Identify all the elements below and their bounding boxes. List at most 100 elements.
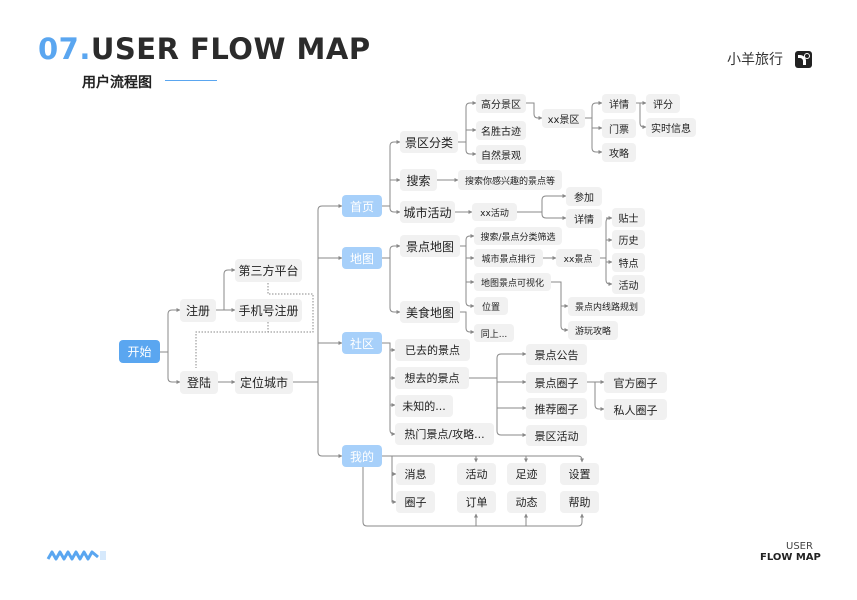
tickets-node[interactable]: 门票 bbox=[602, 119, 636, 138]
search-node[interactable]: 搜索 bbox=[400, 169, 437, 191]
travel-guide-node[interactable]: 游玩攻略 bbox=[568, 321, 618, 340]
official-circle-node[interactable]: 官方圈子 bbox=[604, 372, 667, 393]
connector bbox=[591, 118, 603, 130]
connector bbox=[382, 455, 397, 476]
connector bbox=[382, 342, 396, 352]
spot-notice-node[interactable]: 景点公告 bbox=[526, 344, 587, 365]
connector bbox=[600, 216, 613, 259]
orders-node[interactable]: 订单 bbox=[457, 491, 496, 513]
messages-node[interactable]: 消息 bbox=[396, 463, 435, 485]
connector bbox=[460, 311, 475, 334]
scenic-event-node[interactable]: 景区活动 bbox=[526, 425, 587, 446]
connector bbox=[389, 178, 401, 206]
zigzag-decoration bbox=[46, 550, 106, 561]
private-circle-node[interactable]: 私人圈子 bbox=[604, 399, 667, 420]
my-events-node[interactable]: 活动 bbox=[457, 463, 496, 485]
event-detail-node[interactable]: 详情 bbox=[566, 209, 602, 228]
xx-event-node[interactable]: xx活动 bbox=[472, 203, 517, 221]
settings-node[interactable]: 设置 bbox=[560, 463, 599, 485]
food-map-node[interactable]: 美食地图 bbox=[400, 301, 460, 323]
locate-city-node[interactable]: 定位城市 bbox=[235, 371, 293, 394]
connector bbox=[167, 352, 181, 384]
connector bbox=[465, 142, 477, 156]
register-node[interactable]: 注册 bbox=[180, 299, 216, 322]
spot-map-node[interactable]: 景点地图 bbox=[400, 235, 460, 257]
connector bbox=[382, 244, 401, 259]
connector bbox=[639, 103, 647, 129]
connector bbox=[317, 382, 343, 458]
connector bbox=[392, 455, 584, 463]
same-above-node[interactable]: 同上... bbox=[474, 324, 514, 342]
connector bbox=[496, 382, 527, 410]
connector bbox=[293, 204, 343, 383]
connector bbox=[496, 378, 527, 384]
nature-node[interactable]: 自然景观 bbox=[476, 145, 526, 164]
detail-node[interactable]: 详情 bbox=[602, 94, 636, 113]
connector bbox=[560, 306, 569, 332]
route-plan-node[interactable]: 景点内线路规划 bbox=[568, 297, 645, 316]
subtitle-underline bbox=[165, 80, 217, 81]
connector bbox=[465, 246, 475, 260]
community-tab-node[interactable]: 社区 bbox=[342, 332, 382, 354]
rating-node[interactable]: 评分 bbox=[646, 94, 680, 113]
phone-register-node[interactable]: 手机号注册 bbox=[235, 299, 302, 322]
connector bbox=[594, 382, 605, 411]
realtime-info-node[interactable]: 实时信息 bbox=[646, 118, 696, 137]
join-node[interactable]: 参加 bbox=[566, 187, 602, 206]
spot-circle-node[interactable]: 景点圈子 bbox=[526, 372, 587, 393]
page-subtitle: 用户流程图 bbox=[82, 75, 152, 91]
visited-node[interactable]: 已去的景点 bbox=[395, 339, 470, 361]
page-title: 07.USER FLOW MAP bbox=[38, 32, 371, 66]
historic-node[interactable]: 名胜古迹 bbox=[476, 121, 526, 140]
city-events-node[interactable]: 城市活动 bbox=[400, 201, 455, 223]
search-filter-node[interactable]: 搜索/景点分类筛选 bbox=[474, 227, 562, 245]
mine-tab-node[interactable]: 我的 bbox=[342, 445, 382, 467]
search-description-node[interactable]: 搜索你感兴趣的景点等 bbox=[458, 170, 562, 190]
scenic-category-node[interactable]: 景区分类 bbox=[400, 131, 458, 153]
connector bbox=[382, 140, 401, 207]
city-rank-node[interactable]: 城市景点排行 bbox=[474, 249, 543, 267]
connector bbox=[517, 194, 567, 213]
footprints-node[interactable]: 足迹 bbox=[507, 463, 546, 485]
circles-node[interactable]: 圈子 bbox=[396, 491, 435, 513]
connector bbox=[391, 474, 397, 504]
dotted-connector bbox=[195, 283, 314, 368]
features-node[interactable]: 特点 bbox=[612, 253, 645, 272]
history-node[interactable]: 历史 bbox=[612, 230, 645, 249]
start-node[interactable]: 开始 bbox=[119, 340, 160, 363]
connector bbox=[389, 405, 396, 436]
connector bbox=[465, 258, 475, 284]
connector bbox=[541, 212, 567, 220]
connector bbox=[496, 408, 527, 437]
recommend-circle-node[interactable]: 推荐圈子 bbox=[526, 398, 587, 419]
connector bbox=[465, 128, 477, 142]
guide-node[interactable]: 攻略 bbox=[602, 143, 636, 162]
connector bbox=[551, 281, 569, 308]
connector bbox=[465, 282, 475, 308]
unknown-node[interactable]: 未知的... bbox=[395, 395, 453, 417]
footer-user-label: USER bbox=[786, 541, 813, 552]
home-tab-node[interactable]: 首页 bbox=[342, 195, 382, 217]
map-visual-node[interactable]: 地图景点可视化 bbox=[474, 273, 551, 291]
activities-node[interactable]: 活动 bbox=[612, 275, 645, 294]
feed-node[interactable]: 动态 bbox=[507, 491, 546, 513]
xx-spot-node[interactable]: xx景点 bbox=[556, 249, 600, 267]
connector bbox=[389, 206, 401, 214]
map-tab-node[interactable]: 地图 bbox=[342, 247, 382, 269]
login-node[interactable]: 登陆 bbox=[180, 371, 218, 394]
tips-node[interactable]: 贴士 bbox=[612, 208, 645, 227]
help-node[interactable]: 帮助 bbox=[560, 491, 599, 513]
sheep-logo-icon bbox=[795, 51, 812, 68]
connector bbox=[526, 102, 543, 120]
connector bbox=[605, 262, 613, 286]
location-node[interactable]: 位置 bbox=[474, 297, 508, 315]
high-score-node[interactable]: 高分景区 bbox=[476, 94, 526, 113]
want-visit-node[interactable]: 想去的景点 bbox=[395, 367, 469, 389]
hot-spots-node[interactable]: 热门景点/攻略... bbox=[395, 423, 494, 445]
third-party-node[interactable]: 第三方平台 bbox=[235, 259, 302, 282]
connector bbox=[458, 101, 477, 143]
connector bbox=[460, 234, 475, 247]
xx-scenic-node[interactable]: xx景区 bbox=[542, 109, 585, 128]
section-number: 07. bbox=[38, 32, 91, 66]
